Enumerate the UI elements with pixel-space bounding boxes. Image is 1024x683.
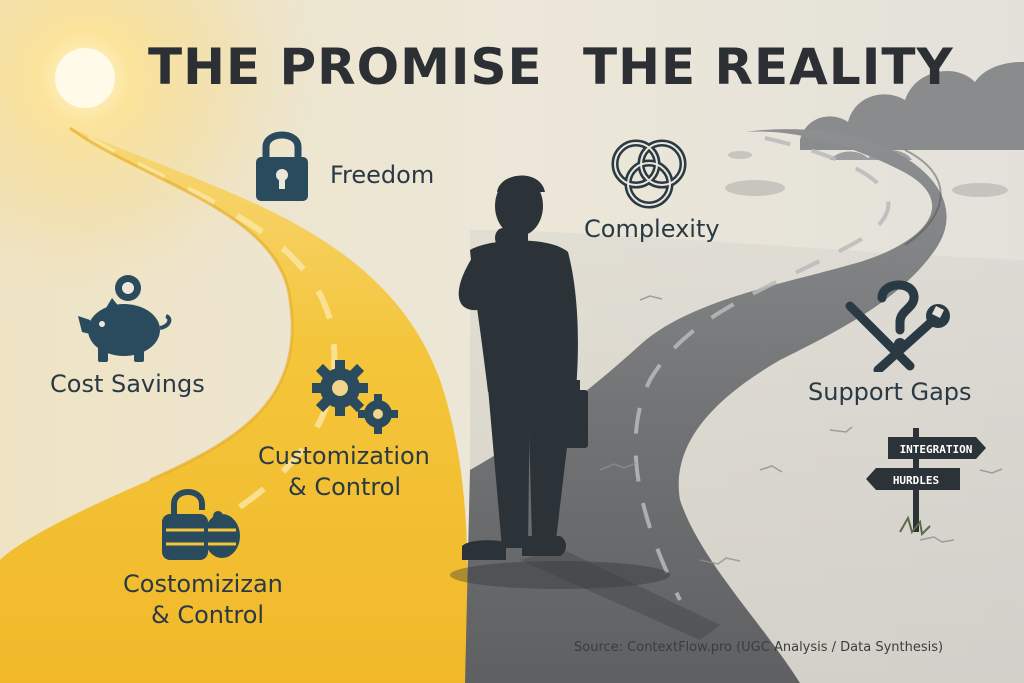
briefcase [552, 380, 588, 448]
customization-control-label: Customization & Control [258, 442, 430, 501]
reality-road [465, 129, 1003, 683]
question-tools-icon [840, 276, 950, 376]
complexity-label: Complexity [584, 215, 720, 243]
source-caption: Source: ContextFlow.pro (UGC Analysis / … [574, 640, 944, 655]
promise-road [0, 126, 468, 683]
cost-savings-label: Cost Savings [50, 370, 205, 398]
open-padlock-icon [160, 484, 244, 570]
padlock-icon [254, 125, 310, 207]
piggy-bank-icon [76, 272, 176, 368]
knot-icon [604, 134, 694, 216]
costomizizan-control-label: Costomizizan & Control [123, 570, 283, 629]
promise-heading: THE PROMISE [148, 38, 543, 96]
sun [55, 48, 115, 108]
freedom-label: Freedom [330, 161, 435, 189]
gears-icon [308, 358, 404, 442]
signpost: INTEGRATION HURDLES [866, 428, 986, 537]
signpost-bottom-label: HURDLES [893, 474, 939, 487]
reality-heading: THE REALITY [583, 38, 954, 96]
signpost-top-label: INTEGRATION [900, 443, 973, 456]
support-gaps-label: Support Gaps [808, 378, 972, 406]
